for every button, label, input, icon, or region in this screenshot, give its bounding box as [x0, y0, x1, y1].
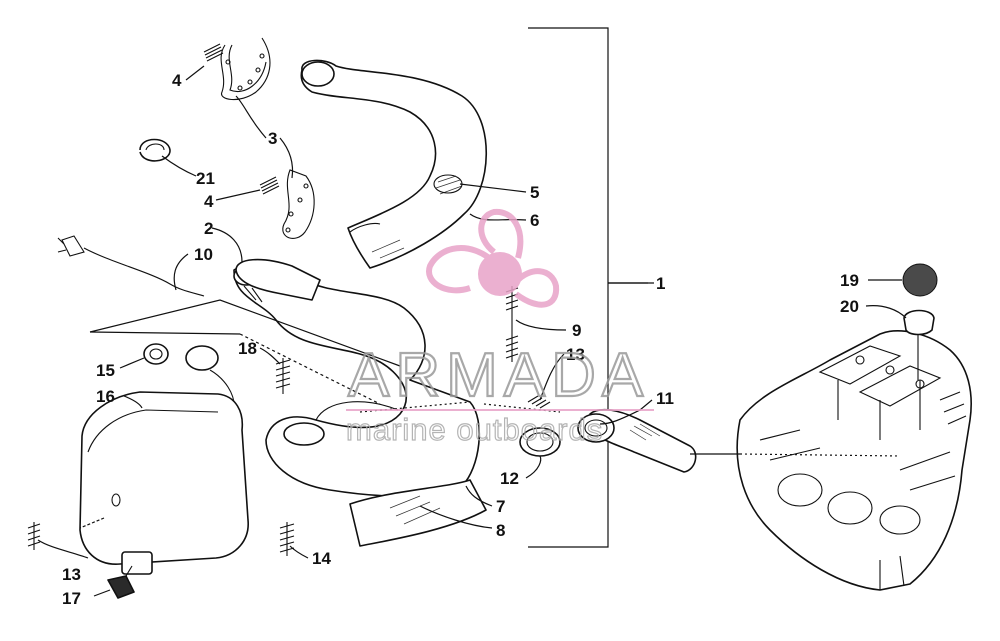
callout-20: 20: [840, 297, 859, 316]
spring-13-lower: [27, 522, 41, 550]
leader-lines: [37, 65, 907, 597]
callout-labels: 1 2 3 4 4 5 6 7 8 9 10 11 12 13 13 14 15…: [62, 71, 859, 608]
callout-1: 1: [656, 274, 665, 293]
callout-2: 2: [204, 219, 213, 238]
spring-chain-lower: [282, 169, 315, 239]
watermark-brand: ARMADA: [348, 341, 649, 410]
clamp-ring-21: [139, 138, 171, 162]
assembly-bracket: [528, 27, 648, 548]
callout-19: 19: [840, 271, 859, 290]
callout-10: 10: [194, 245, 213, 264]
callout-13-lower: 13: [62, 565, 81, 584]
callout-9: 9: [572, 321, 581, 340]
cap-seal-20: [903, 309, 935, 380]
engine-block: [736, 330, 972, 591]
callout-8: 8: [496, 521, 505, 540]
watermark: ARMADA marine outboards: [345, 208, 654, 448]
callout-4-lower: 4: [204, 192, 214, 211]
upper-expansion-chamber: [300, 59, 487, 269]
spring-18: [275, 358, 291, 394]
propeller-icon: [426, 208, 560, 308]
muffler-bracket-17: [107, 565, 135, 599]
callout-4-upper: 4: [172, 71, 182, 90]
callout-12: 12: [500, 469, 519, 488]
lower-expansion-chamber: [233, 264, 487, 547]
spring-chain-upper: [220, 37, 271, 101]
spring-13-upper: [527, 395, 551, 409]
watermark-subtitle: marine outboards: [346, 412, 603, 447]
muffler-can: [79, 391, 249, 575]
callout-16: 16: [96, 387, 115, 406]
callout-18: 18: [238, 339, 257, 358]
callout-13-upper: 13: [566, 345, 585, 364]
spring-small-lower: [259, 176, 280, 195]
callout-14: 14: [312, 549, 331, 568]
head-pipe: [235, 258, 321, 303]
exhaust-manifold: [577, 408, 697, 473]
spring-small-upper: [203, 43, 224, 62]
temp-sensor-cable: [57, 235, 205, 297]
callout-6: 6: [530, 211, 539, 230]
callout-7: 7: [496, 497, 505, 516]
grommet-15: [143, 343, 169, 365]
callout-5: 5: [530, 183, 539, 202]
callout-3: 3: [268, 129, 277, 148]
callout-15: 15: [96, 361, 115, 380]
callout-17: 17: [62, 589, 81, 608]
spring-14: [279, 522, 295, 556]
callout-21: 21: [196, 169, 215, 188]
cap-19: [902, 263, 938, 297]
callout-11: 11: [656, 389, 674, 408]
